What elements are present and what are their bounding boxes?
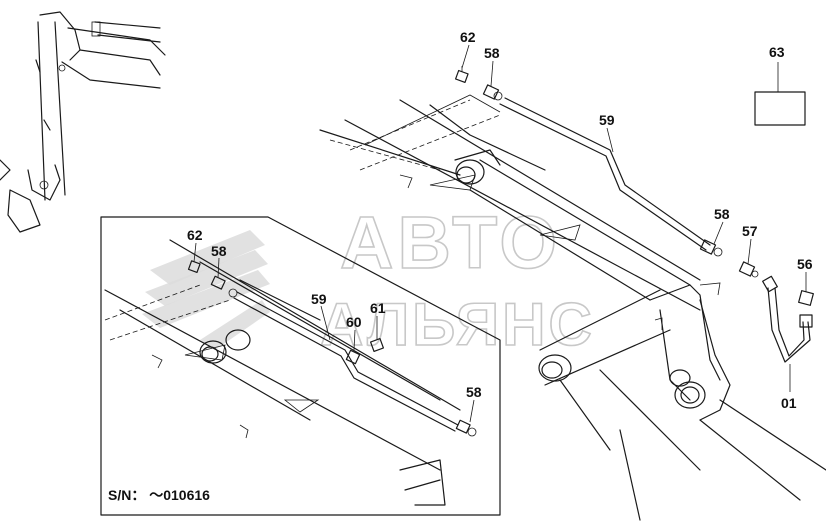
callout-57: 57 [742, 223, 758, 239]
inset-fitting-61 [369, 337, 385, 353]
inset-fitting-60 [345, 349, 361, 365]
callout-59: 59 [599, 112, 615, 128]
callout-63: 63 [769, 44, 785, 60]
inset-callout-59: 59 [311, 291, 327, 307]
serial-number-label: S/N： ～010616 [108, 487, 210, 503]
fitting-62 [454, 66, 469, 84]
fitting-57 [738, 261, 759, 278]
pipe-59 [499, 97, 711, 251]
callout-58: 58 [484, 45, 500, 61]
inset-fitting-62 [187, 260, 201, 274]
watermark-line2: АЛЬЯНС [320, 291, 595, 358]
fitting-58-top [482, 84, 503, 101]
callout-58: 58 [714, 206, 730, 222]
main-callouts: 62 58 59 63 58 57 56 01 [460, 29, 813, 411]
inset-fitting-58 [210, 275, 226, 290]
inset-fitting-58-lower [455, 419, 471, 434]
inset-callout-62: 62 [187, 227, 203, 243]
part-63-box [754, 91, 806, 126]
callout-56: 56 [797, 256, 813, 272]
inset-panel: 62 58 59 60 61 58 S/N： ～010616 [100, 216, 501, 516]
inset-callout-58: 58 [466, 384, 482, 400]
main-leaders [461, 44, 807, 392]
inset-callout-58: 58 [211, 243, 227, 259]
watermark-line1: АВТО [340, 201, 561, 284]
main-boom-assembly [319, 94, 826, 521]
inset-pipe-59 [233, 291, 459, 432]
fitting-58-right [699, 239, 723, 257]
main-fittings [454, 66, 814, 363]
inset-callout-61: 61 [370, 300, 386, 316]
callout-62: 62 [460, 29, 476, 45]
inset-callout-60: 60 [346, 314, 362, 330]
callout-01: 01 [781, 395, 797, 411]
watermark-logo [142, 230, 270, 350]
fitting-56 [798, 290, 814, 306]
boom-overview-sketch [0, 11, 166, 233]
hose-01 [762, 275, 813, 363]
